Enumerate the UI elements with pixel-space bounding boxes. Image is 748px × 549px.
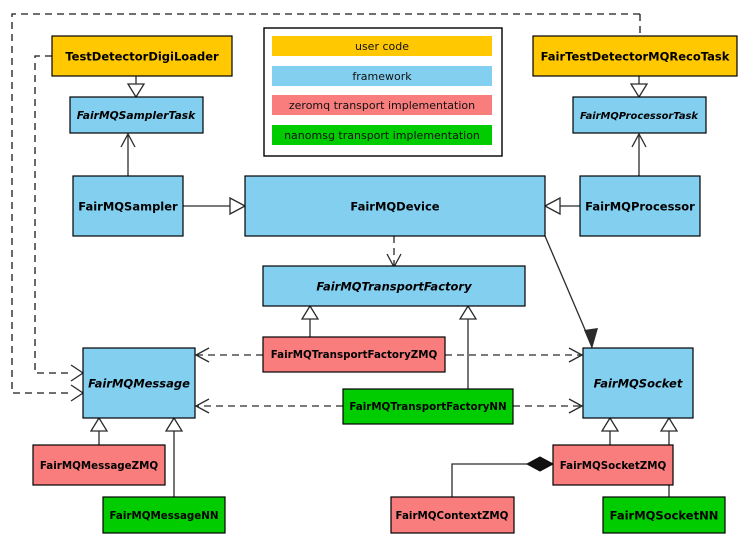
legend-label-framework: framework: [352, 70, 412, 83]
node-fairmqprocessortask[interactable]: FairMQProcessorTask: [572, 96, 707, 134]
legend-item-nanomsg: nanomsg transport implementation: [272, 125, 492, 145]
node-fairmqsocketnn[interactable]: FairMQSocketNN: [602, 496, 726, 534]
arrowhead-inheritance-message-nn: [164, 416, 184, 432]
legend-item-zeromq: zeromq transport implementation: [272, 95, 492, 115]
node-fairmqtransportfactory[interactable]: FairMQTransportFactory: [262, 265, 526, 307]
node-fairmqsocket[interactable]: FairMQSocket: [582, 347, 694, 419]
legend-swatch-user-code: [272, 36, 492, 56]
arrowhead-assoc-processortask: [631, 132, 647, 148]
legend: user code framework zeromq transport imp…: [263, 27, 503, 157]
node-box-fairmqtransportfactoryzmq[interactable]: [262, 336, 446, 373]
node-fairmqsamplertask[interactable]: FairMQSamplerTask: [69, 96, 204, 134]
node-box-fairmqprocessor[interactable]: [579, 175, 701, 237]
node-fairmqmessagenn[interactable]: FairMQMessageNN: [102, 496, 226, 534]
node-box-fairmqmessagenn[interactable]: [102, 496, 226, 534]
frame-arrowhead-inner: [70, 364, 85, 382]
node-box-fairmqcontextzmq[interactable]: [390, 496, 515, 534]
frame-path-inner: [34, 55, 70, 374]
node-fairmqtransportfactorynn[interactable]: FairMQTransportFactoryNN: [342, 388, 514, 425]
node-fairmqdevice[interactable]: FairMQDevice: [244, 175, 546, 237]
arrowhead-inheritance-message-zmq: [89, 416, 109, 432]
arrowhead-inheritance-device-left: [229, 196, 247, 216]
node-fairmqsampler[interactable]: FairMQSampler: [72, 175, 184, 237]
node-box-fairtestdetectormqrecotask[interactable]: [532, 35, 738, 77]
node-box-fairmqtransportfactory[interactable]: [262, 265, 526, 307]
arrowhead-inheritance-socket-zmq: [600, 416, 620, 432]
node-testdetectordigiloader[interactable]: TestDetectorDigiLoader: [51, 35, 233, 77]
legend-label-zeromq: zeromq transport implementation: [289, 99, 475, 112]
node-box-testdetectordigiloader[interactable]: [51, 35, 233, 77]
node-fairmqprocessor[interactable]: FairMQProcessor: [579, 175, 701, 237]
edge-contextzmq-socketzmq: [451, 463, 540, 497]
node-box-fairmqmessagezmq[interactable]: [32, 444, 166, 486]
arrowhead-dep-socket-nn: [568, 398, 584, 414]
node-fairmqtransportfactoryzmq[interactable]: FairMQTransportFactoryZMQ: [262, 336, 446, 373]
arrowhead-inheritance-samplertask: [126, 83, 146, 99]
legend-label-nanomsg: nanomsg transport implementation: [284, 129, 480, 142]
edge-device-socket: [544, 235, 593, 347]
arrowhead-inheritance-processortask: [629, 83, 649, 99]
node-fairtestdetectormqrecotask[interactable]: FairTestDetectorMQRecoTask: [532, 35, 738, 77]
legend-item-user-code: user code: [272, 36, 492, 56]
node-box-fairmqdevice[interactable]: [244, 175, 546, 237]
node-box-fairmqsocket[interactable]: [582, 347, 694, 419]
diamond-composition-socketzmq: [525, 456, 555, 472]
arrowhead-inheritance-device-right: [543, 196, 561, 216]
node-box-fairmqtransportfactorynn[interactable]: [342, 388, 514, 425]
arrowhead-inheritance-tf-zmq: [300, 304, 320, 320]
arrowhead-dep-message-nn: [194, 398, 210, 414]
node-box-fairmqsocketnn[interactable]: [602, 496, 726, 534]
legend-swatch-framework: [272, 66, 492, 86]
node-fairmqsocketzmq[interactable]: FairMQSocketZMQ: [552, 444, 674, 486]
node-box-fairmqmessage[interactable]: [82, 347, 196, 419]
arrowhead-solid-socket: [584, 328, 598, 349]
arrowhead-inheritance-tf-nn: [458, 304, 478, 320]
node-box-fairmqsocketzmq[interactable]: [552, 444, 674, 486]
legend-swatch-zeromq: [272, 95, 492, 115]
legend-swatch-nanomsg: [272, 125, 492, 145]
arrowhead-assoc-samplertask: [120, 132, 136, 148]
node-box-fairmqsampler[interactable]: [72, 175, 184, 237]
arrowhead-dep-message-zmq: [194, 347, 210, 363]
node-fairmqmessage[interactable]: FairMQMessage: [82, 347, 196, 419]
frame-arrowhead-outer: [70, 384, 85, 402]
node-fairmqcontextzmq[interactable]: FairMQContextZMQ: [390, 496, 515, 534]
node-box-fairmqprocessortask[interactable]: [572, 96, 707, 134]
node-box-fairmqsamplertask[interactable]: [69, 96, 204, 134]
node-fairmqmessagezmq[interactable]: FairMQMessageZMQ: [32, 444, 166, 486]
legend-label-user-code: user code: [355, 40, 409, 53]
legend-item-framework: framework: [272, 66, 492, 86]
frame-path-outer: [11, 13, 640, 394]
arrowhead-dep-socket-zmq: [568, 347, 584, 363]
arrowhead-inheritance-socket-nn: [659, 416, 679, 432]
